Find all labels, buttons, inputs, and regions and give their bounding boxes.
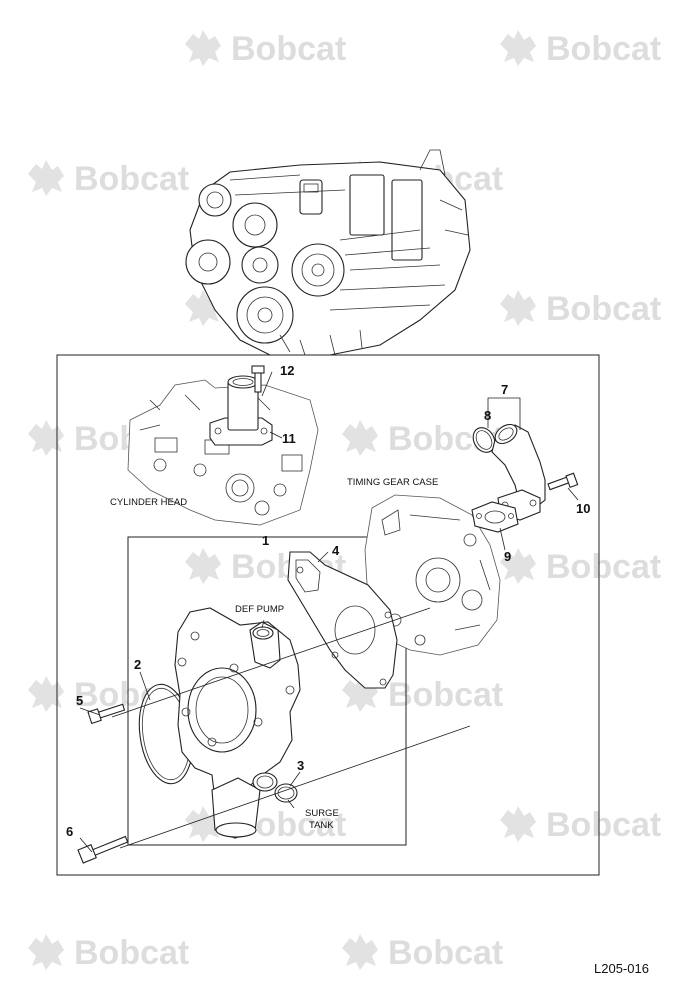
label-timing-gear-case: TIMING GEAR CASE [347,477,438,488]
figure-reference-code: L205-016 [594,961,649,976]
label-cylinder-head: CYLINDER HEAD [110,497,187,508]
label-surge-line-2: TANK [309,820,334,831]
svg-text:Bobcat: Bobcat [231,30,346,68]
part-bolt-6 [77,835,129,864]
callout-12: 12 [280,363,294,378]
watermark: Bobcat [500,806,661,844]
svg-text:Bobcat: Bobcat [546,806,661,844]
watermark: Bobcat [342,934,503,972]
part-thermostat-housing [209,375,273,446]
callout-5: 5 [76,693,83,708]
label-def-pump: DEF PUMP [235,604,284,615]
callout-8: 8 [484,408,491,423]
leader-lines [79,371,579,853]
part-water-pump-gasket [287,551,398,689]
label-surge-line-1: SURGE [305,808,339,819]
svg-text:Bobcat: Bobcat [74,934,189,972]
part-bolt-12 [251,365,265,393]
callout-3: 3 [297,758,304,773]
part-o-ring-8 [472,427,496,453]
outer-frame [56,354,600,876]
cylinder-head-illustration [127,379,319,526]
part-bolt-10 [547,472,579,491]
water-pump-group-frame [127,536,407,846]
watermark: Bobcat [500,548,661,586]
watermark: Bobcat [500,30,661,68]
callout-4: 4 [332,543,340,558]
svg-text:Bobcat: Bobcat [546,290,661,328]
engine-overview-illustration [185,149,471,356]
watermark: Bobcat [342,676,503,714]
svg-text:Bobcat: Bobcat [388,676,503,714]
svg-text:Bobcat: Bobcat [546,548,661,586]
watermark: Bobcat [500,290,661,328]
watermark: Bobcat [28,160,189,198]
callout-2: 2 [134,657,141,672]
callout-1: 1 [262,533,269,548]
callout-11: 11 [282,431,296,446]
callout-7: 7 [501,382,508,397]
part-water-pump [174,607,301,839]
part-bolt-5 [87,703,126,725]
watermark: Bobcat [28,934,189,972]
callout-10: 10 [576,501,590,516]
timing-gear-case-illustration [364,494,501,656]
callout-9: 9 [504,549,511,564]
callout-6: 6 [66,824,73,839]
watermark: Bobcat [185,30,346,68]
part-gasket-9 [471,501,519,533]
svg-text:Bobcat: Bobcat [74,160,189,198]
svg-text:Bobcat: Bobcat [388,934,503,972]
svg-text:Bobcat: Bobcat [546,30,661,68]
